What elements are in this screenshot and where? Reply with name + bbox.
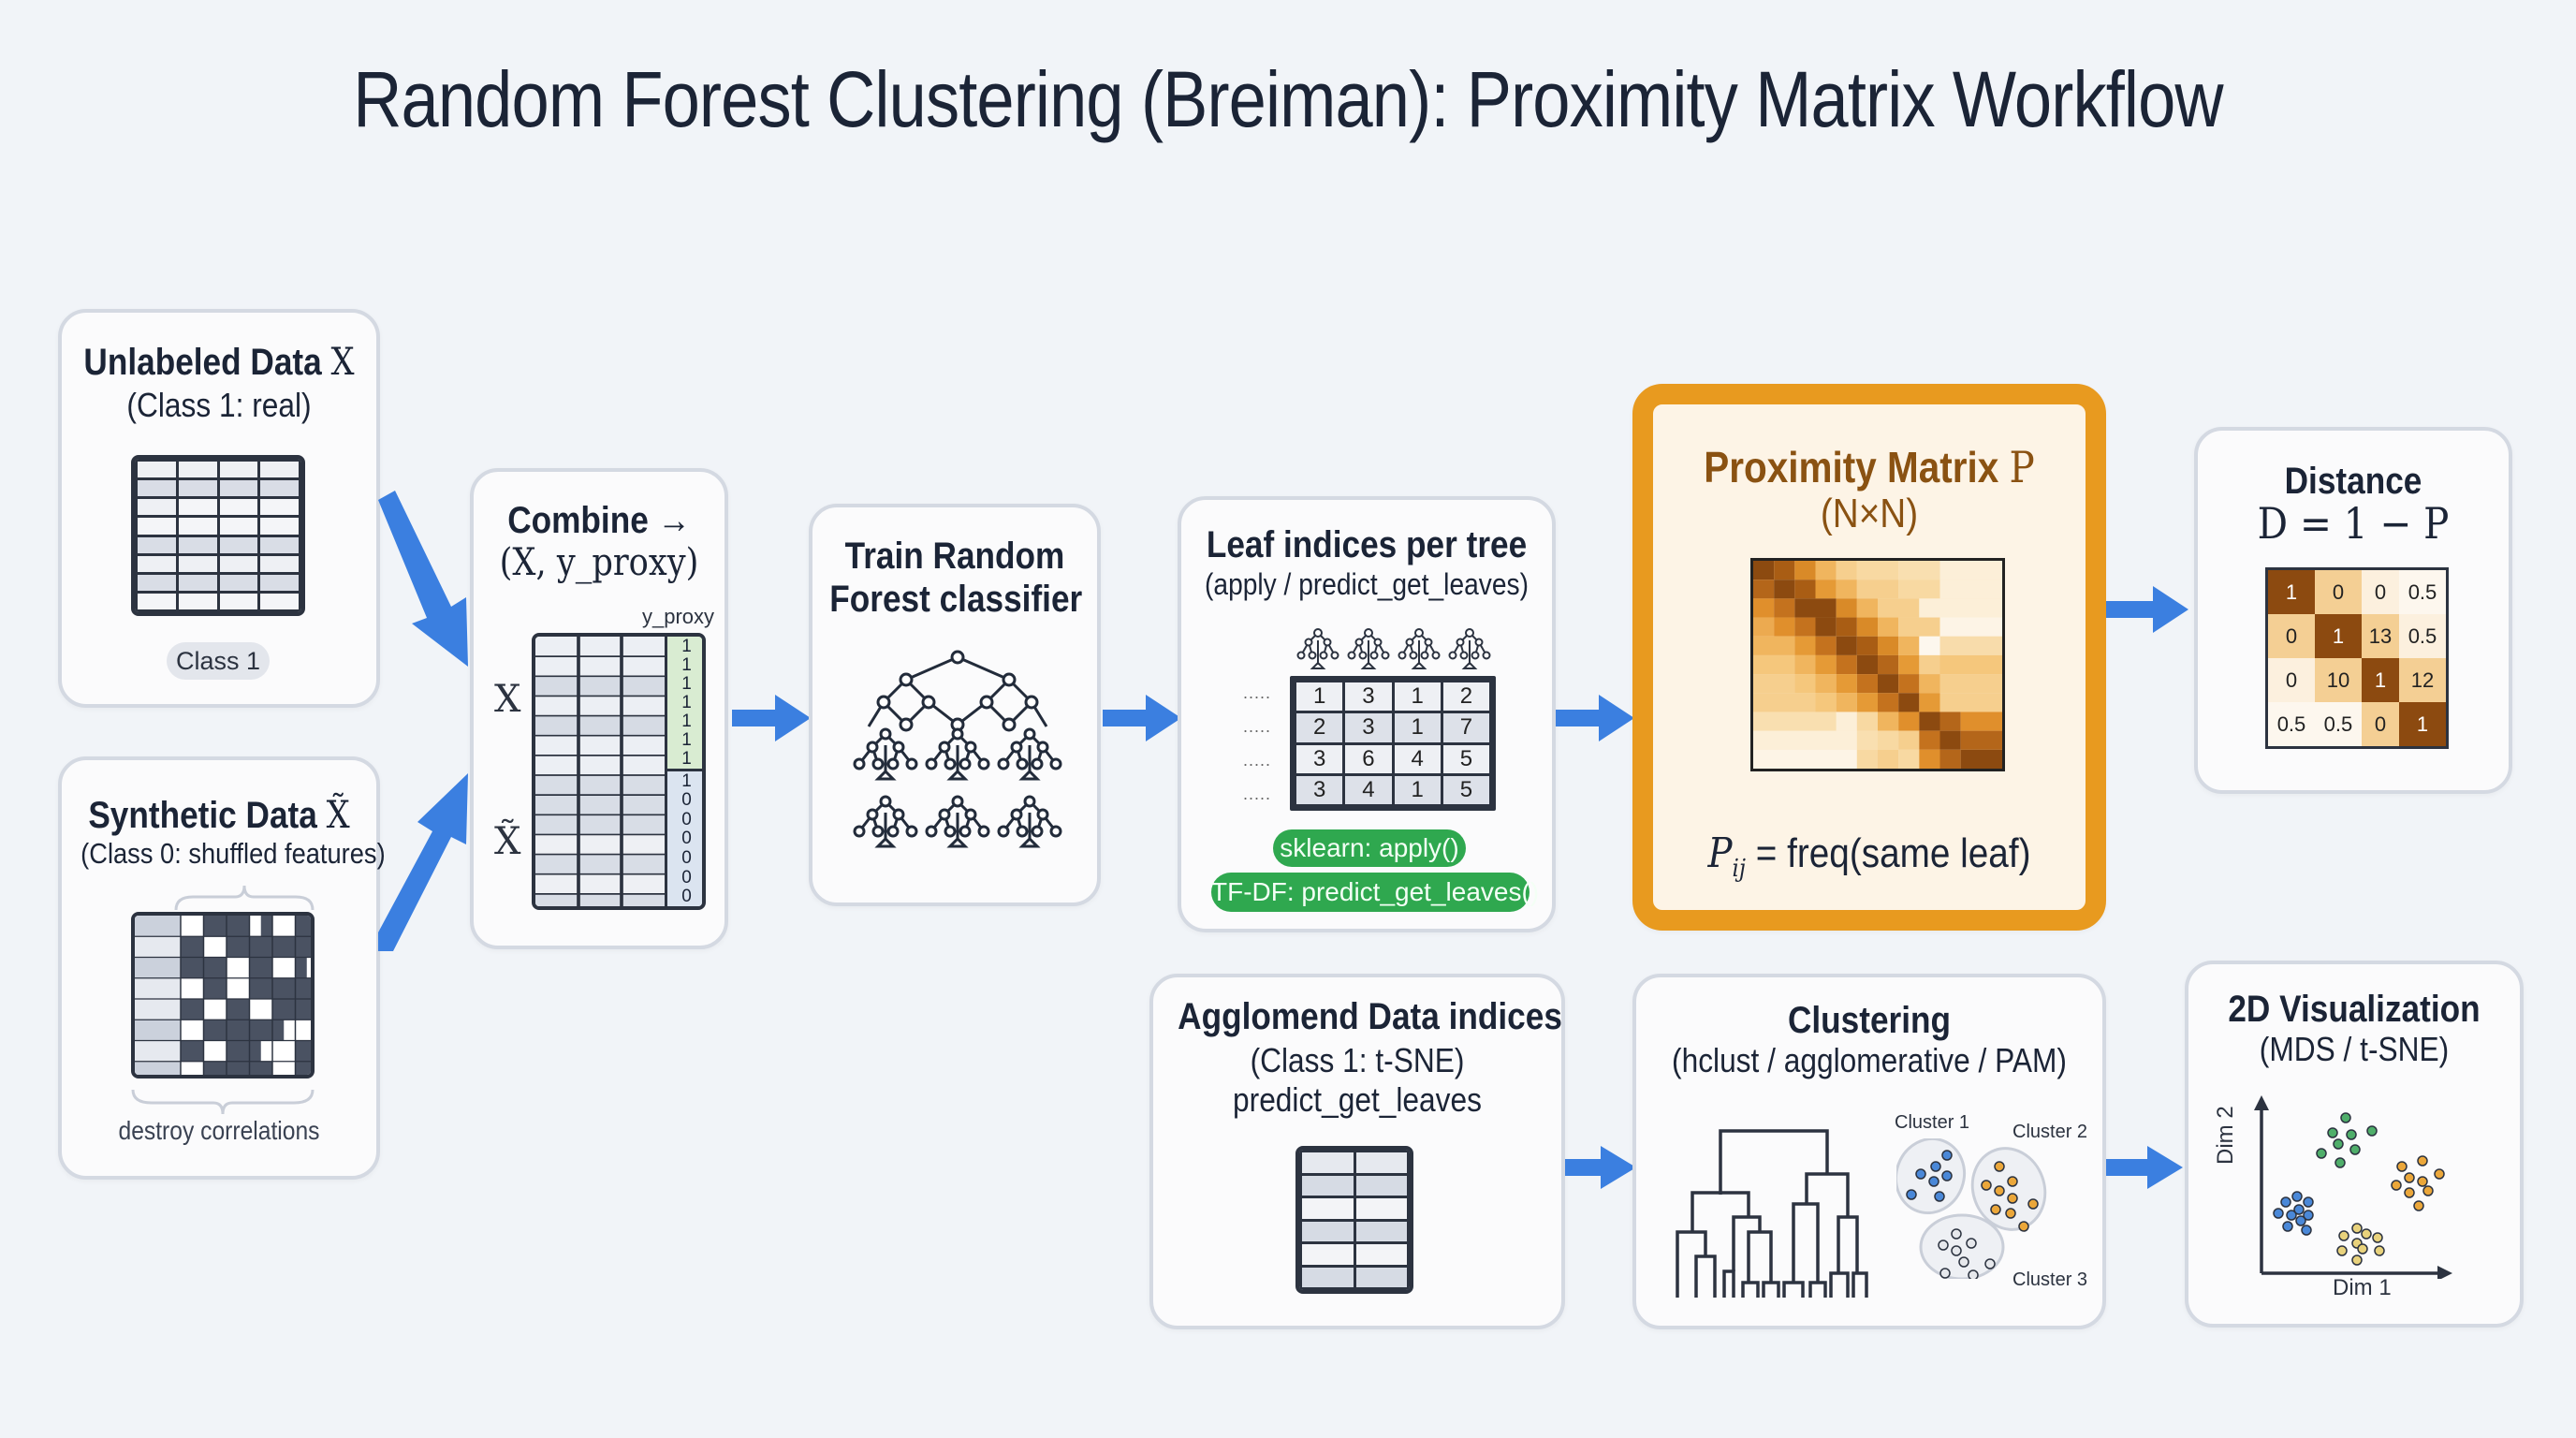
card-distance: Distance D = 1 − P 1 0 0 0.5 0 1 13 0.5 …: [2194, 427, 2512, 794]
viz-title: 2D Visualization: [2228, 989, 2481, 1030]
synthetic-caption: destroy correlations: [118, 1116, 320, 1145]
x-row-label: X: [494, 678, 521, 721]
table-row: 0 10 1 12: [2268, 658, 2446, 702]
train-title-line2: Forest classifier: [829, 579, 1083, 620]
x-tilde-row-label: X̃: [494, 820, 521, 863]
class1-badge: Class 1: [167, 642, 270, 680]
tfdf-predict-pill: TF-DF: predict_get_leaves(): [1211, 873, 1539, 912]
card-train-random-forest: Train Random Forest classifier: [809, 504, 1101, 906]
distance-title: Distance: [2284, 461, 2422, 502]
clustering-title: Clustering: [1787, 1000, 1952, 1041]
synthetic-subtitle: (Class 0: shuffled features): [80, 837, 386, 870]
card-proximity-matrix: Proximity Matrix P (N×N): [1632, 384, 2106, 931]
cluster2-label: Cluster 2: [2012, 1122, 2088, 1142]
synthetic-symbol: X̃: [326, 794, 350, 837]
arrow-unlabeled-to-combine: [378, 491, 468, 667]
table-row: 0.5 0.5 0 1: [2268, 702, 2446, 746]
synthetic-title: Synthetic Data: [88, 795, 317, 836]
tree-header-icons: [1296, 628, 1491, 669]
cluster-scatter-icon: [1896, 1138, 2047, 1279]
row-ellipsis: .....: [1243, 785, 1272, 803]
cluster1-label: Cluster 1: [1895, 1112, 1970, 1133]
leaf-title: Leaf indices per tree: [1206, 524, 1528, 565]
card-agglomend-data: Agglomend Data indices (Class 1: t-SNE) …: [1149, 974, 1565, 1329]
card-2d-visualization: 2D Visualization (MDS / t-SNE) Dim 1 Dim…: [2185, 961, 2524, 1328]
real-data-table-icon: [131, 455, 305, 616]
cluster3-label: Cluster 3: [2012, 1269, 2088, 1290]
card-clustering: Clustering (hclust / agglomerative / PAM…: [1632, 974, 2106, 1329]
diagram-title: Random Forest Clustering (Breiman): Prox…: [353, 55, 2223, 143]
unlabeled-title: Unlabeled Data: [83, 342, 322, 383]
arrow-proximity-to-distance: [2106, 586, 2188, 633]
brace-top-icon: [174, 885, 315, 911]
arrow-agglomend-to-clustering: [1565, 1146, 1636, 1189]
proximity-title: Proximity Matrix: [1704, 443, 1999, 492]
card-synthetic-data: Synthetic Data X̃ (Class 0: shuffled fea…: [58, 756, 386, 1180]
row-ellipsis: .....: [1243, 751, 1272, 770]
proximity-symbol: P: [2009, 442, 2035, 492]
clustering-subtitle: (hclust / agglomerative / PAM): [1672, 1041, 2067, 1079]
combine-title: Combine →: [507, 500, 691, 541]
arrow-leaf-to-proximity: [1556, 695, 1634, 741]
combine-subtitle: (X, y_proxy): [499, 541, 699, 584]
distance-formula: D = 1 − P: [2257, 498, 2450, 549]
table-row: 1 0 0 0.5: [2268, 570, 2446, 614]
y-proxy-label: y_proxy: [642, 605, 715, 628]
row-ellipsis: .....: [1243, 717, 1272, 736]
unlabeled-symbol: X: [330, 341, 355, 384]
x-axis-label: Dim 1: [2333, 1275, 2392, 1300]
agglomend-table-icon: [1295, 1146, 1413, 1294]
proximity-formula: Pij = freq(same leaf): [1707, 829, 2031, 883]
row-ellipsis: .....: [1243, 683, 1272, 702]
unlabeled-subtitle: (Class 1: real): [126, 386, 312, 424]
viz-subtitle: (MDS / t-SNE): [2259, 1030, 2450, 1068]
card-leaf-indices: Leaf indices per tree (apply / predict_g…: [1178, 496, 1556, 932]
arrow-train-to-leaf: [1103, 695, 1181, 741]
train-title-line1: Train Random: [844, 536, 1065, 577]
agglomend-subtitle2: predict_get_leaves: [1233, 1080, 1482, 1119]
sklearn-apply-pill: sklearn: apply(): [1273, 829, 1466, 867]
distance-matrix: 1 0 0 0.5 0 1 13 0.5 0 10 1 12 0.5 0.5 0: [2265, 567, 2449, 749]
dendrogram-icon: [1676, 1129, 1868, 1298]
arrow-clustering-to-visualization: [2106, 1146, 2183, 1189]
table-row: 0 1 13 0.5: [2268, 614, 2446, 658]
agglomend-title: Agglomend Data indices: [1178, 996, 1562, 1037]
agglomend-subtitle1: (Class 1: t-SNE): [1250, 1041, 1465, 1079]
proximity-heatmap: [1750, 558, 2005, 771]
leaf-subtitle: (apply / predict_get_leaves): [1205, 567, 1529, 601]
card-unlabeled-data: Unlabeled Data X (Class 1: real) Class 1: [58, 309, 380, 708]
shuffled-data-table-icon: [131, 912, 315, 1078]
random-forest-trees-icon: [853, 650, 1062, 848]
brace-bottom-icon: [131, 1089, 315, 1115]
arrow-combine-to-train: [732, 695, 811, 741]
scatter-plot-icon: [2254, 1095, 2452, 1279]
y-axis-label: Dim 2: [2213, 1106, 2238, 1165]
arrow-synthetic-to-combine: [378, 773, 468, 951]
proximity-subtitle: (N×N): [1820, 491, 1919, 536]
